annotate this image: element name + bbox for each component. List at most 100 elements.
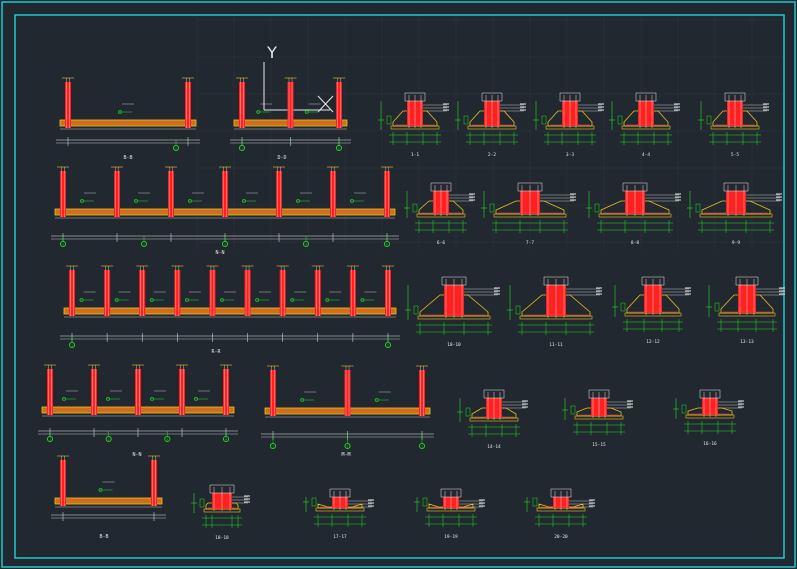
column: [174, 270, 181, 316]
axis-bubble-label: 2: [108, 437, 110, 441]
column: [209, 270, 216, 316]
beam-slab: [63, 307, 397, 315]
axis-bubble-label: 3: [224, 242, 226, 246]
footing-detail: 6-6: [404, 182, 475, 246]
footing-detail: 8-8: [586, 182, 681, 246]
axis-bubble: [344, 442, 351, 450]
axis-bubble-label: 3: [166, 437, 168, 441]
footing-detail: 12-12: [612, 276, 691, 345]
elevation-mark: [620, 302, 626, 312]
detail-title: 18-18: [215, 535, 229, 541]
column: [47, 369, 53, 415]
elevation-mark: [515, 305, 521, 315]
axis-bubble-label: 1: [272, 444, 274, 448]
column: [270, 370, 276, 416]
column: [279, 270, 286, 316]
elevation-mark: [422, 497, 428, 507]
detail-title: 12-12: [646, 339, 660, 345]
elevation-mark: [465, 407, 471, 417]
footing-detail: 20-20: [524, 488, 595, 540]
axis-bubble: [302, 240, 310, 248]
footing-detail: 10-10: [405, 276, 500, 348]
elevation-mark: [681, 404, 687, 414]
elevation-mark: [714, 302, 720, 312]
column: [419, 370, 425, 416]
axis-bubble: [269, 442, 277, 450]
detail-title: 11-11: [549, 342, 563, 348]
axis-bubble-label: 1: [241, 146, 243, 150]
footing-detail: 11-11: [507, 276, 602, 348]
detail-title: 3-3: [566, 152, 574, 158]
detail-title: 2-2: [488, 152, 496, 158]
detail-title: 15-15: [592, 442, 606, 448]
detail-title: 14-14: [487, 444, 501, 450]
ucs-icon: Y: [263, 43, 334, 113]
beam-slab: [54, 497, 163, 505]
column: [185, 82, 191, 128]
elevation-mark: [489, 203, 495, 213]
column: [239, 82, 245, 128]
footing-detail: 1-1: [378, 92, 449, 158]
column: [91, 369, 97, 415]
beam-slab: [59, 119, 197, 127]
footing-details: 1-1 2-2 3-3 4-4 5-5 6-6 7-7 8-8 9-9 10-1…: [191, 92, 785, 541]
elevation-mark: [412, 203, 418, 213]
column: [168, 171, 174, 217]
column: [135, 369, 141, 415]
beam-section: AB-B: [56, 77, 200, 161]
elevation-mark: [386, 115, 392, 125]
column: [222, 171, 228, 217]
axis-bubble: [335, 144, 343, 152]
axis-label-y: Y: [266, 43, 277, 62]
beam-section: B-B: [51, 455, 166, 540]
detail-title: 13-13: [740, 339, 754, 345]
detail-title: 10-10: [447, 342, 461, 348]
column: [65, 82, 71, 128]
section-title: M-M: [341, 452, 350, 458]
column: [287, 82, 294, 128]
axis-bubble-label: 5: [386, 242, 388, 246]
elevation-mark: [706, 115, 712, 125]
axis-bubble: [238, 144, 246, 152]
footing-detail: 5-5: [698, 92, 769, 158]
column: [344, 370, 351, 416]
elevation-mark: [594, 203, 600, 213]
column: [60, 171, 66, 217]
footing-detail: 2-2: [455, 92, 526, 158]
axis-bubble: [59, 240, 67, 248]
axis-bubble: [418, 442, 426, 450]
elevation-mark: [199, 498, 205, 508]
elevation-mark: [695, 203, 701, 213]
elevation-mark: [463, 115, 469, 125]
axis-bubble-label: 1: [71, 343, 73, 347]
axis-bubble: [383, 240, 391, 248]
axis-bubble-label: 2: [338, 146, 340, 150]
axis-bubble: [68, 341, 76, 349]
detail-title: 7-7: [526, 240, 534, 246]
detail-title: 17-17: [333, 534, 347, 540]
footing-detail: 3-3: [533, 92, 604, 158]
elevation-mark: [532, 497, 538, 507]
elevation-mark: [617, 115, 623, 125]
section-title: R-R: [211, 349, 221, 355]
axis-bubble: [222, 435, 230, 443]
section-title: N-N: [132, 452, 141, 458]
axis-bubble-label: 1: [49, 437, 51, 441]
detail-title: 5-5: [731, 152, 739, 158]
detail-title: 19-19: [444, 534, 458, 540]
section-title: B-B: [99, 534, 108, 540]
axis-bubble: [164, 435, 171, 443]
axis-bubble: [105, 435, 112, 443]
detail-title: 20-20: [554, 534, 568, 540]
column: [330, 171, 336, 217]
detail-title: 1-1: [411, 152, 419, 158]
